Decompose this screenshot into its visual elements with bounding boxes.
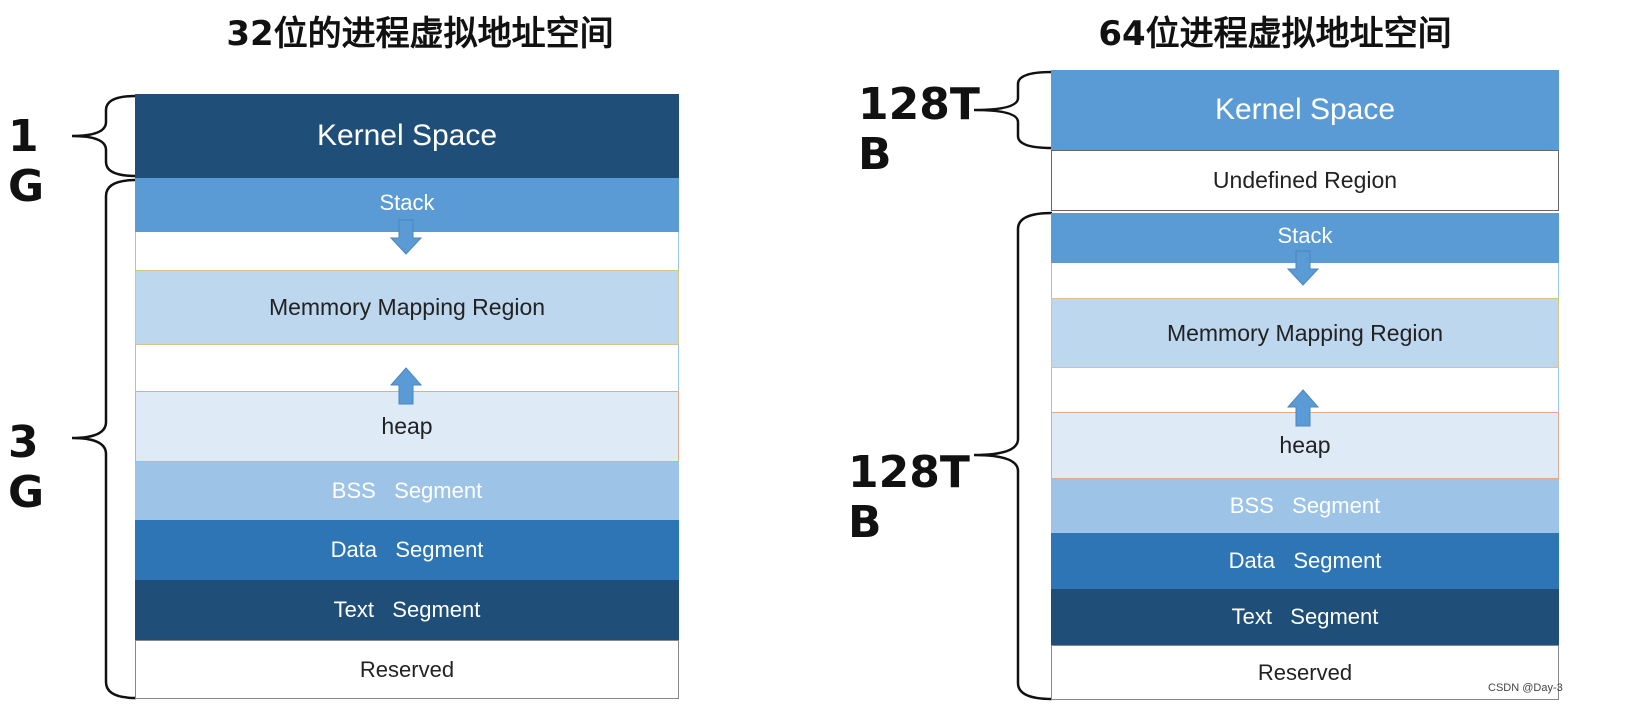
right-block-bss: BSS Segment	[1051, 479, 1559, 533]
left-block-text: Text Segment	[135, 580, 679, 640]
right-user-size-line1: 128T	[848, 447, 970, 498]
right-block-mmap: Memmory Mapping Region	[1051, 298, 1559, 368]
left-block-reserved: Reserved	[135, 640, 679, 699]
left-user-size-line2: G	[8, 467, 45, 518]
right-block-heap: heap	[1051, 412, 1559, 479]
right-user-size-line2: B	[848, 497, 882, 548]
right-memory-diagram: Kernel Space Undefined Region Stack Memm…	[1051, 70, 1559, 700]
right-block-reserved: Reserved	[1051, 645, 1559, 700]
right-kernel-size-line2: B	[858, 129, 892, 180]
left-user-size-line1: 3	[8, 417, 39, 468]
watermark: CSDN @Day-3	[1488, 682, 1563, 694]
left-block-data: Data Segment	[135, 520, 679, 580]
right-user-size-label: 128T B	[848, 448, 970, 548]
right-block-undefined: Undefined Region	[1051, 150, 1559, 211]
left-kernel-size-label: 1 G	[8, 112, 44, 212]
arrow-down-icon	[389, 219, 423, 255]
right-kernel-brace-icon	[973, 70, 1053, 150]
left-block-kernel-space: Kernel Space	[135, 94, 679, 178]
arrow-up-icon	[1286, 389, 1320, 427]
left-user-brace-icon	[71, 178, 137, 700]
right-kernel-size-line1: 128T	[858, 79, 980, 130]
right-block-data: Data Segment	[1051, 533, 1559, 589]
left-user-size-label: 3 G	[8, 418, 44, 518]
left-title: 32位的进程虚拟地址空间	[226, 14, 614, 54]
right-title: 64位进程虚拟地址空间	[1098, 14, 1452, 54]
left-kernel-brace-icon	[71, 94, 137, 178]
arrow-up-icon	[389, 367, 423, 405]
left-block-bss: BSS Segment	[135, 462, 679, 520]
right-block-kernel-space: Kernel Space	[1051, 70, 1559, 150]
left-kernel-size-line1: 1	[8, 111, 39, 162]
left-kernel-size-line2: G	[8, 161, 45, 212]
right-block-stack: Stack	[1051, 213, 1559, 263]
arrow-down-icon	[1286, 250, 1320, 286]
left-memory-diagram: Kernel Space Stack Memmory Mapping Regio…	[135, 94, 679, 699]
left-block-mmap: Memmory Mapping Region	[135, 270, 679, 345]
right-user-brace-icon	[973, 211, 1053, 701]
right-block-text: Text Segment	[1051, 589, 1559, 645]
right-kernel-size-label: 128T B	[858, 80, 980, 180]
